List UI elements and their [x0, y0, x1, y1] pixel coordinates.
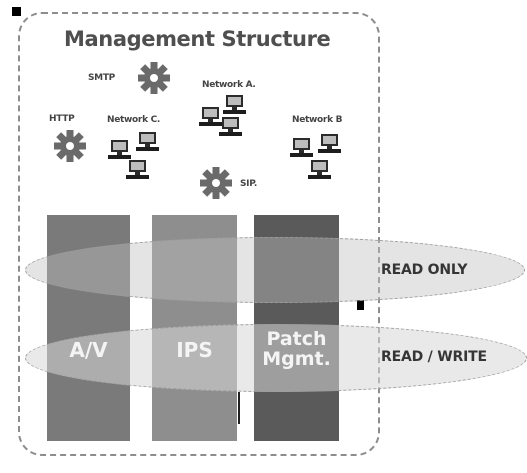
computer-group-icon [108, 132, 159, 179]
ips-label: IPS [176, 338, 213, 362]
network-b-label: Network B [292, 115, 343, 125]
patch-mgmt-label: Patch Mgmt. [254, 328, 339, 370]
smtp-label: SMTP [88, 73, 115, 83]
patch-label-line2: Mgmt. [262, 347, 331, 370]
computer-group-icon [199, 95, 246, 136]
gear-icon [200, 167, 232, 199]
read-write-label: READ / WRITE [381, 349, 487, 365]
gear-icon [54, 130, 86, 162]
band-marker [357, 300, 364, 310]
http-label: HTTP [49, 114, 75, 124]
read-write-band [25, 324, 527, 392]
patch-label-line1: Patch [266, 328, 327, 350]
diagram-title: Management Structure [64, 27, 331, 51]
corner-marker [12, 7, 21, 16]
network-c-label: Network C. [107, 115, 161, 125]
sip-label: SIP. [240, 179, 257, 189]
read-only-label: READ ONLY [381, 262, 468, 278]
read-only-band [25, 237, 525, 303]
network-a-label: Network A. [202, 80, 256, 90]
gear-icon [138, 62, 170, 94]
av-label: A/V [69, 338, 108, 362]
management-structure-frame [18, 12, 380, 456]
computer-group-icon [290, 134, 341, 179]
divider-line [238, 392, 240, 424]
